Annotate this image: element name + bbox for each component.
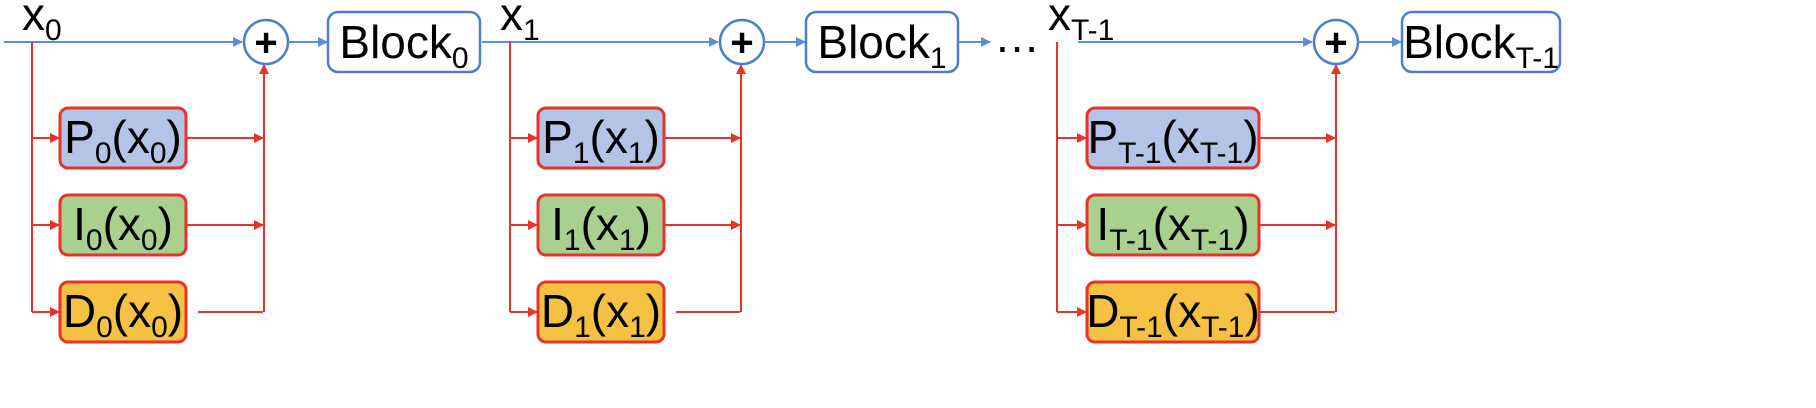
ellipsis: … <box>994 10 1040 62</box>
stage-2-block-label: BlockT-1 <box>1403 16 1559 75</box>
stage-2-term-p-label: PT-1(xT-1) <box>1087 111 1258 170</box>
stage-2-term-d-label: DT-1(xT-1) <box>1086 285 1260 344</box>
stage-1-block-label: Block1 <box>817 16 946 75</box>
stage-1-term-p-label: P1(x1) <box>542 111 660 170</box>
stage-0-plus-symbol: + <box>254 21 277 65</box>
stage-0-term-d-label: D0(x0) <box>63 285 183 344</box>
stage-2-term-i-label: IT-1(xT-1) <box>1096 198 1249 257</box>
stage-0-block-label: Block0 <box>339 16 468 75</box>
stage-1-term-d-box <box>536 280 666 344</box>
stage-0-input-label: x0 <box>22 0 62 47</box>
stage-1-term-d-label: D1(x1) <box>541 285 661 344</box>
stage-2-plus-symbol: + <box>1324 21 1347 65</box>
stage-1-term-i-label: I1(x1) <box>551 198 651 257</box>
stage-1-plus-symbol: + <box>730 21 753 65</box>
stage-2-input-label: xT-1 <box>1048 0 1114 47</box>
stage-0-term-d-box <box>58 280 188 344</box>
stage-0-block-box <box>326 10 482 74</box>
stage-1-input-label: x1 <box>500 0 540 47</box>
stage-0-term-i-label: I0(x0) <box>73 198 173 257</box>
stage-2-block-box <box>1400 10 1562 74</box>
stage-0-term-p-label: P0(x0) <box>64 111 182 170</box>
